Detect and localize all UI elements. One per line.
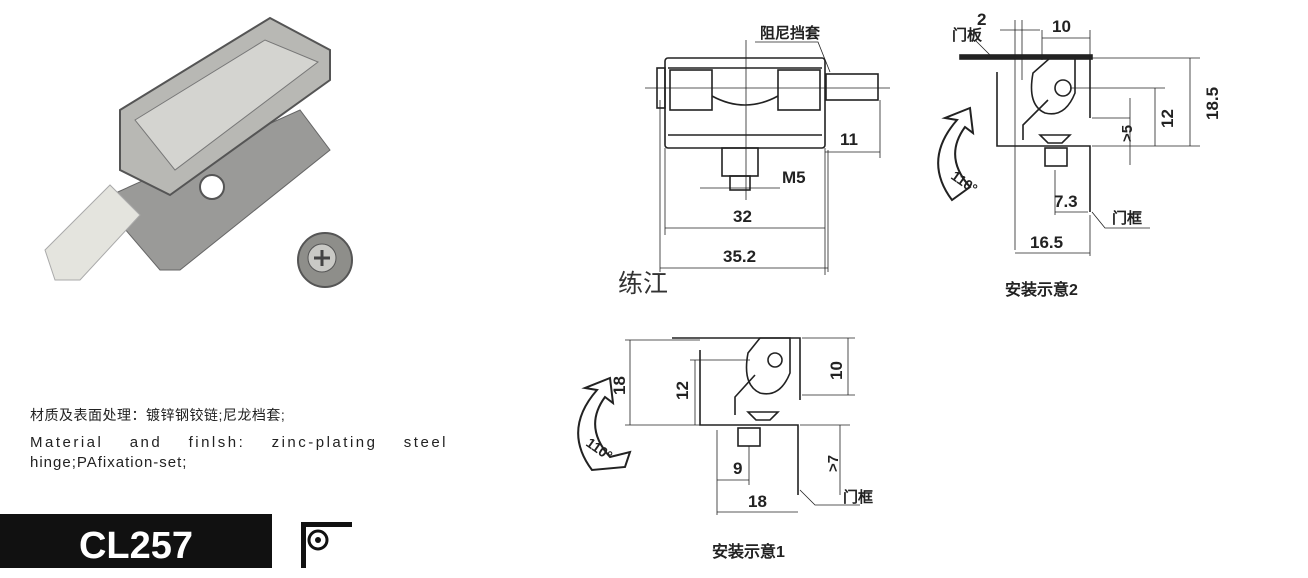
hinge-photo [44, 16, 353, 288]
concealed-hinge-icon [301, 522, 352, 568]
door-frame-label: 门框 [1112, 209, 1142, 227]
dim-12: 12 [673, 381, 692, 400]
dim-18-5: 18.5 [1203, 87, 1222, 120]
damper-sleeve-label: 阻尼挡套 [760, 24, 821, 42]
caption-install-1: 安装示意1 [712, 542, 785, 561]
angle-label: 110° [583, 434, 615, 463]
material-description-en: Material and finlsh: zinc-plating steel … [30, 433, 448, 473]
front-view [645, 40, 890, 275]
watermark: 练江 [618, 269, 669, 298]
material-description-cn: 材质及表面处理：镀锌钢铰链;尼龙档套; [30, 407, 286, 423]
dim-9: 9 [733, 459, 742, 478]
dim-inner: 32 [733, 207, 752, 226]
dim-gt7: >7 [825, 455, 842, 472]
model-number: CL257 [0, 514, 272, 568]
dim-10: 10 [827, 361, 846, 380]
material-en-line1: Material and finlsh: zinc-plating steel [30, 434, 448, 451]
dim-16-5: 16.5 [1030, 233, 1063, 252]
dim-thread: M5 [782, 168, 806, 187]
dim-sleeve: 11 [840, 130, 858, 149]
dim-thickness: 2 [977, 10, 986, 29]
dim-10: 10 [1052, 17, 1071, 36]
caption-install-2: 安装示意2 [1005, 280, 1078, 299]
dim-outer: 35.2 [723, 247, 756, 266]
install-1-drawing [577, 337, 860, 515]
dim-12: 12 [1158, 109, 1177, 128]
dim-gt5: >5 [1119, 125, 1136, 142]
material-en-line2: hinge;PAfixation-set; [30, 454, 188, 471]
dim-18-vertical: 18 [610, 376, 629, 395]
door-frame-label: 门框 [843, 488, 873, 506]
door-panel-label: 门板 [952, 26, 983, 44]
dim-18-horizontal: 18 [748, 492, 767, 511]
dim-7-3: 7.3 [1054, 192, 1078, 211]
install-2-drawing [937, 20, 1200, 256]
